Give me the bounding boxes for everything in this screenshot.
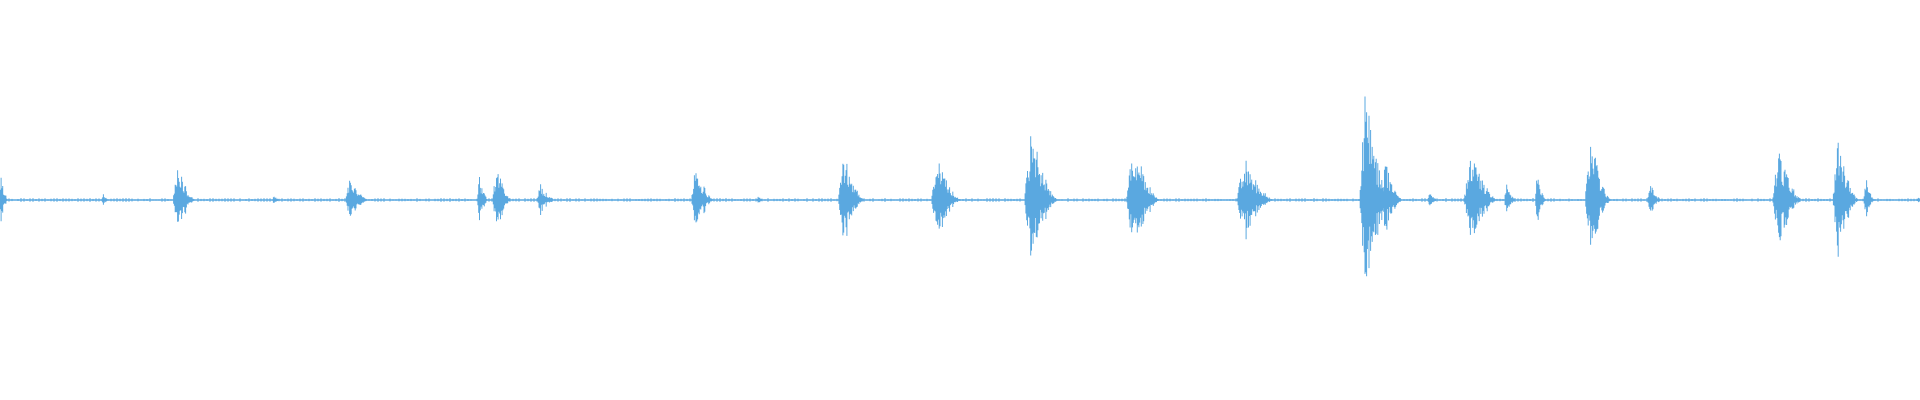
waveform-burst <box>1585 146 1612 245</box>
waveform-burst <box>1464 160 1499 235</box>
waveform-burst <box>1126 163 1161 233</box>
waveform-burst <box>0 177 9 222</box>
waveform-burst <box>345 180 369 216</box>
waveform-burst <box>1380 166 1404 230</box>
waveform-burst <box>1863 180 1876 217</box>
waveform-burst <box>1647 186 1663 211</box>
waveform-noise <box>0 198 1918 202</box>
waveform-burst <box>1832 142 1860 257</box>
waveform-burst <box>931 163 962 229</box>
waveform-burst <box>691 173 715 223</box>
waveform-burst <box>1236 160 1275 240</box>
waveform-burst <box>1504 184 1516 212</box>
waveform-burst <box>173 170 196 222</box>
waveform-burst <box>492 174 512 222</box>
waveform-burst <box>1024 136 1059 256</box>
waveform-bursts <box>0 96 1920 277</box>
waveform-burst <box>1772 153 1803 241</box>
